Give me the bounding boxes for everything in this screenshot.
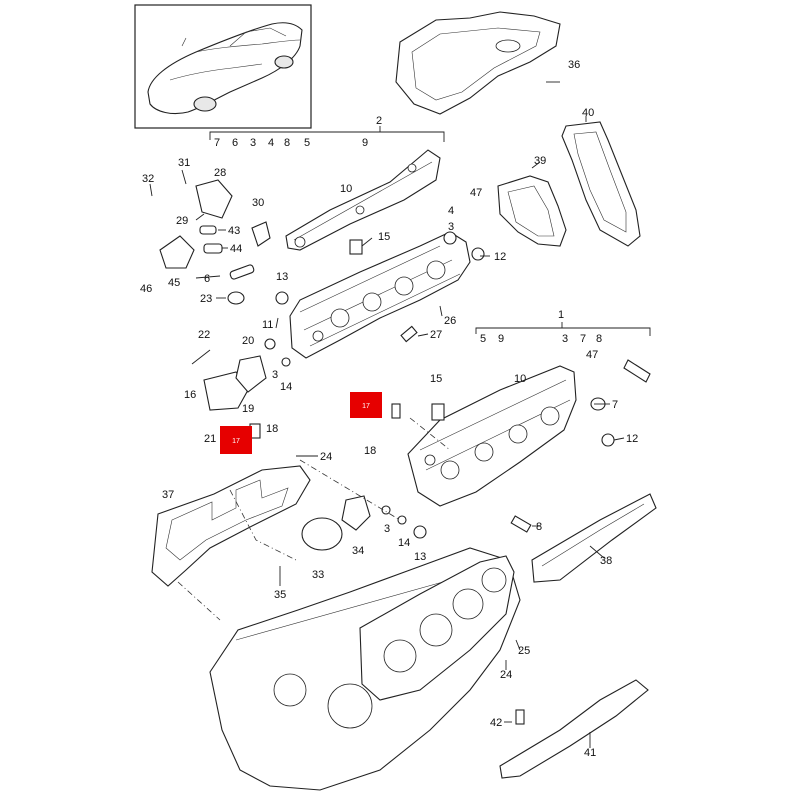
callout-35: 35 — [274, 589, 286, 601]
callout-43: 43 — [228, 225, 240, 237]
highlight-part-17-a: 17 — [350, 392, 382, 418]
callout-1-8: 8 — [596, 333, 602, 345]
callout-15-upper: 15 — [378, 231, 390, 243]
callout-23: 23 — [200, 293, 212, 305]
callout-20: 20 — [242, 335, 254, 347]
callout-3-mid: 3 — [272, 369, 278, 381]
callout-17-highlight-a: 17 — [362, 403, 370, 410]
part-gasket-40 — [561, 121, 641, 247]
callout-37: 37 — [162, 489, 174, 501]
callout-45: 45 — [168, 277, 180, 289]
callout-38: 38 — [600, 555, 612, 567]
callout-2-4: 4 — [268, 137, 274, 149]
callout-8-lower: 8 — [536, 521, 542, 533]
callout-2-3: 3 — [250, 137, 256, 149]
callout-15-lower: 15 — [430, 373, 442, 385]
small-parts — [159, 179, 651, 725]
callout-17-highlight-b: 17 — [232, 438, 240, 445]
callout-41: 41 — [584, 747, 596, 759]
callout-2-5: 5 — [304, 137, 310, 149]
callout-30: 30 — [252, 197, 264, 209]
callout-33: 33 — [312, 569, 324, 581]
part-oil-pan-upper — [395, 11, 561, 115]
callout-29: 29 — [176, 215, 188, 227]
callout-3-lower: 3 — [384, 523, 390, 535]
callout-2-8: 8 — [284, 137, 290, 149]
highlight-box-b — [220, 426, 252, 454]
highlight-part-17-b: 17 — [220, 426, 252, 454]
part-head-gasket — [359, 555, 515, 701]
callout-1-7: 7 — [580, 333, 586, 345]
part-gasket-37 — [151, 465, 311, 587]
callout-19: 19 — [242, 403, 254, 415]
callout-21: 21 — [204, 433, 216, 445]
callout-2-7: 7 — [214, 137, 220, 149]
callout-24-mid: 24 — [320, 451, 332, 463]
part-gasket-38 — [531, 493, 657, 583]
part-gasket-39 — [497, 175, 567, 247]
callout-24-lower: 24 — [500, 669, 512, 681]
callout-40: 40 — [582, 107, 594, 119]
callout-2: 2 — [376, 115, 382, 127]
callout-36: 36 — [568, 59, 580, 71]
callout-1-3: 3 — [562, 333, 568, 345]
callout-1-9: 9 — [498, 333, 504, 345]
part-cam-carrier-2 — [285, 149, 441, 251]
callout-11: 11 — [262, 319, 273, 331]
assembly-centre-lines — [177, 417, 451, 621]
leader-lines — [149, 81, 625, 748]
callout-1-5: 5 — [480, 333, 486, 345]
callout-26: 26 — [444, 315, 456, 327]
part-bracket-41 — [499, 679, 649, 779]
highlight-box-a — [350, 392, 382, 418]
callout-10-upper: 10 — [340, 183, 352, 195]
vehicle-inset — [134, 4, 312, 129]
group-brackets — [209, 126, 651, 336]
callout-31: 31 — [178, 157, 190, 169]
callout-12-lower: 12 — [626, 433, 638, 445]
callout-39: 39 — [534, 155, 546, 167]
callout-13-lower: 13 — [414, 551, 426, 563]
callout-13-upper: 13 — [276, 271, 288, 283]
callout-32: 32 — [142, 173, 154, 185]
callout-1: 1 — [558, 309, 564, 321]
callout-28: 28 — [214, 167, 226, 179]
callout-2-9: 9 — [362, 137, 368, 149]
callout-12-upper: 12 — [494, 251, 506, 263]
part-cylinder-head-lower — [407, 365, 577, 507]
callout-44: 44 — [230, 243, 242, 255]
callout-27: 27 — [430, 329, 442, 341]
callout-25: 25 — [518, 645, 530, 657]
callout-7-lower: 7 — [612, 399, 618, 411]
callout-42: 42 — [490, 717, 502, 729]
callout-47-upper: 47 — [470, 187, 482, 199]
callout-10-lower: 10 — [514, 373, 526, 385]
callout-18-left: 18 — [266, 423, 278, 435]
callout-3-upper: 3 — [448, 221, 454, 233]
callout-2-6: 6 — [232, 137, 238, 149]
callout-4-upper: 4 — [448, 205, 454, 217]
callout-47-lower: 47 — [586, 349, 598, 361]
callout-18-right: 18 — [364, 445, 376, 457]
callout-46: 46 — [140, 283, 152, 295]
callout-16: 16 — [184, 389, 196, 401]
callout-14-mid: 14 — [280, 381, 292, 393]
callout-labels: 36 40 39 2 7 6 3 4 5 8 9 31 28 32 10 47 … — [140, 59, 638, 759]
callout-14-lower: 14 — [398, 537, 410, 549]
callout-6-upper: 6 — [204, 273, 210, 285]
callout-22: 22 — [198, 329, 210, 341]
part-cylinder-head-upper — [289, 231, 471, 359]
callout-34: 34 — [352, 545, 364, 557]
